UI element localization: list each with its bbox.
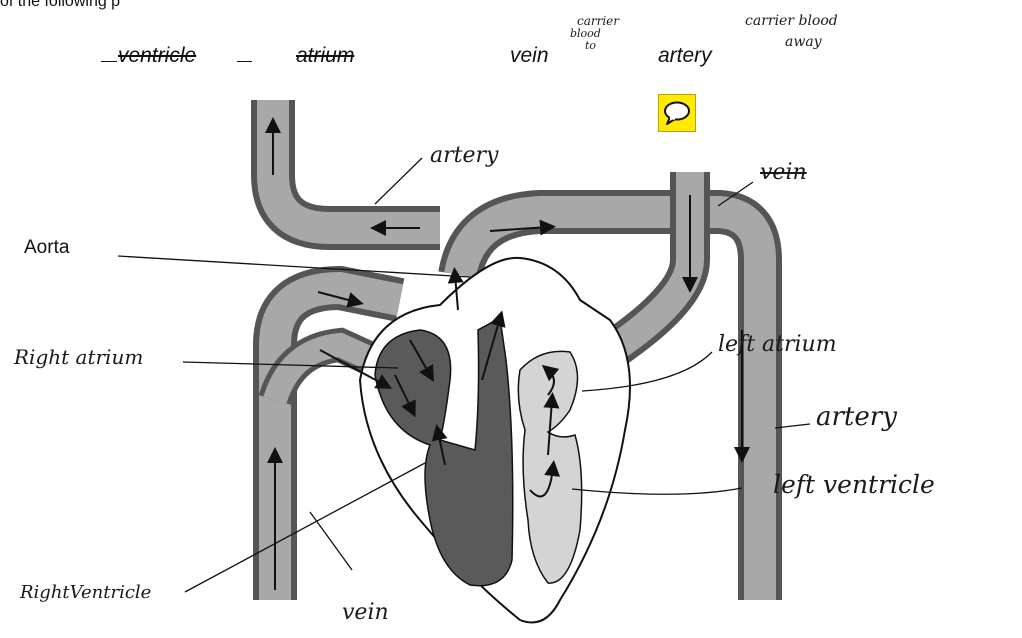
- label-right-artery: artery: [816, 402, 897, 432]
- label-bottom-vein: vein: [342, 600, 389, 625]
- label-top-right-vein: vein: [760, 160, 807, 185]
- label-right-atrium: Right atrium: [14, 345, 143, 369]
- label-left-atrium: left atrium: [718, 332, 837, 357]
- label-left-ventricle: left ventricle: [773, 470, 935, 499]
- label-top-artery: artery: [430, 143, 498, 168]
- label-aorta: Aorta: [24, 237, 69, 259]
- label-right-ventricle: RightVentricle: [20, 582, 151, 603]
